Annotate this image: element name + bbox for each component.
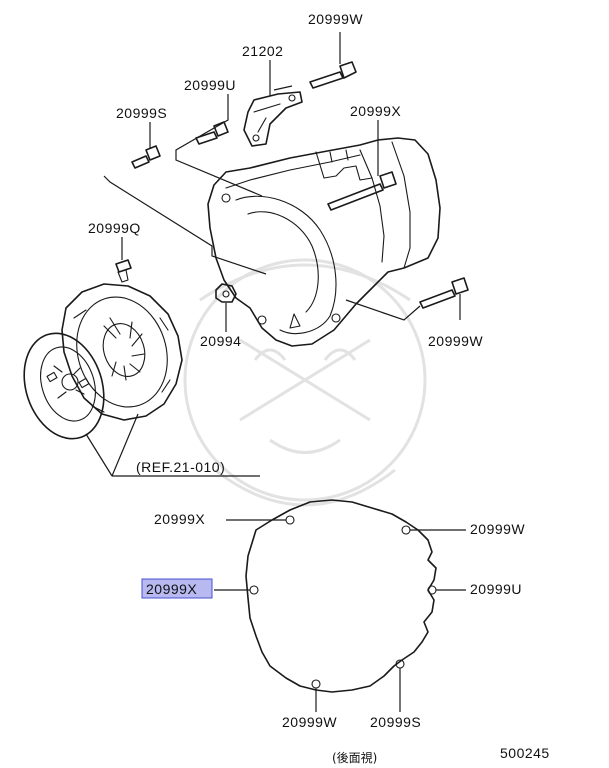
label-rear-20999x-highlighted[interactable]: 20999X xyxy=(146,581,197,597)
leader-lines-rear xyxy=(214,519,466,712)
label-20999s: 20999S xyxy=(116,105,167,121)
transmission-case xyxy=(207,137,441,347)
label-rear-20999w-right: 20999W xyxy=(470,521,525,537)
bolt-20999x xyxy=(327,171,397,211)
label-20994: 20994 xyxy=(200,333,241,349)
nut-20994 xyxy=(215,283,237,303)
clutch-disc xyxy=(23,332,105,440)
label-rear-20999w-bottom: 20999W xyxy=(282,714,337,730)
clutch-cover xyxy=(61,283,183,421)
highlight-box xyxy=(141,578,213,599)
bracket-21202 xyxy=(243,91,303,147)
label-rear-20999s-bottom: 20999S xyxy=(370,714,421,730)
label-20999q: 20999Q xyxy=(88,220,141,236)
label-reference: (REF.21-010) xyxy=(136,459,225,475)
rear-view-caption: (後面視) xyxy=(332,750,377,765)
bolt-20999q xyxy=(115,259,132,283)
bolt-20999s xyxy=(131,145,161,169)
bolt-20999w-lower xyxy=(419,277,469,309)
label-21202: 21202 xyxy=(242,43,283,59)
leader-lines-upper xyxy=(85,32,461,477)
bolt-20999w-upper xyxy=(309,61,357,89)
label-20999x: 20999X xyxy=(350,103,401,119)
label-rear-20999x-top: 20999X xyxy=(154,511,205,527)
label-20999w-lower: 20999W xyxy=(428,333,483,349)
label-20999w-top: 20999W xyxy=(308,11,363,27)
label-20999u: 20999U xyxy=(184,77,236,93)
label-rear-20999u: 20999U xyxy=(470,581,522,597)
rear-view-housing xyxy=(245,499,437,693)
bolt-20999u xyxy=(195,121,229,145)
figure-number: 500245 xyxy=(500,745,550,761)
